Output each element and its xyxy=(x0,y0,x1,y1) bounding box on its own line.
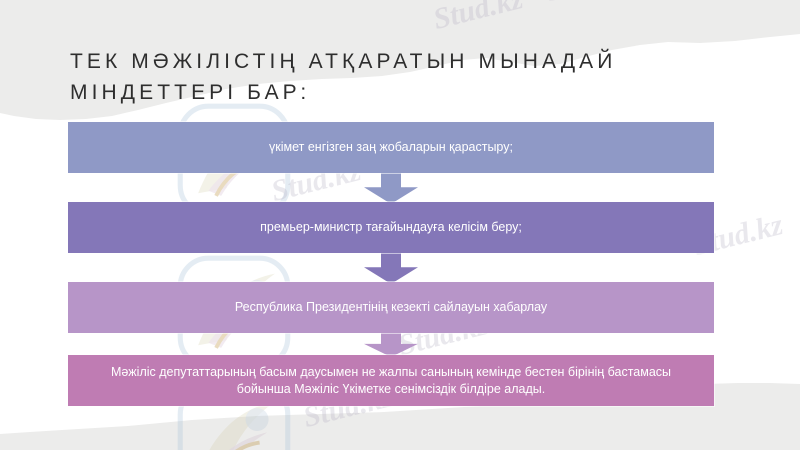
flow-step-4-label: Мәжіліс депутаттарының басым даусымен не… xyxy=(110,364,672,396)
watermark-text: Stud.kz - Stud.kz xyxy=(430,0,639,37)
flow-step-2: премьер-министр тағайындауға келісім бер… xyxy=(68,202,714,253)
flow-step-4: Мәжіліс депутаттарының басым даусымен не… xyxy=(68,355,714,406)
flow-step-2-label: премьер-министр тағайындауға келісім бер… xyxy=(260,220,522,234)
flow-arrow-down-2 xyxy=(364,252,418,284)
flow-step-1: үкімет енгізген заң жобаларын қарастыру; xyxy=(68,122,714,173)
flow-arrow-down-3 xyxy=(364,332,418,357)
flow-step-1-label: үкімет енгізген заң жобаларын қарастыру; xyxy=(269,140,513,154)
flow-step-3-label: Республика Президентінің кезекті сайлауы… xyxy=(234,300,548,314)
page-title: Тек мәжілістің атқаратын мынадай міндетт… xyxy=(70,50,617,104)
flow-step-3: Республика Президентінің кезекті сайлауы… xyxy=(68,282,714,333)
flow-arrow-down-1 xyxy=(364,172,418,204)
